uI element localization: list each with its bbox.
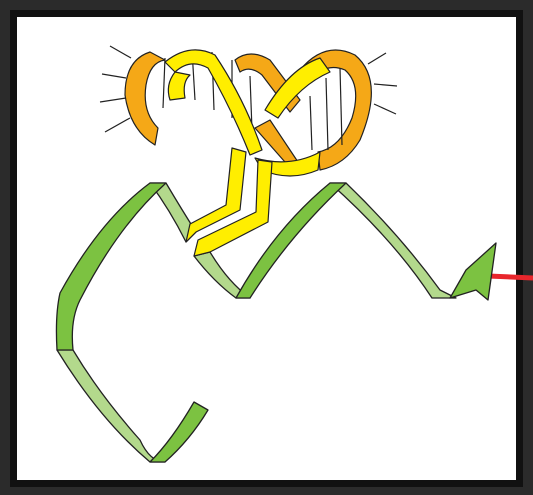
arrow-head bbox=[450, 243, 496, 300]
ribbon-front-segment bbox=[150, 402, 208, 462]
ribbon-front-segment bbox=[56, 183, 166, 350]
ribbon-back-segment bbox=[330, 183, 456, 298]
ribbon-back-segment bbox=[57, 350, 165, 462]
ribbon-front-segment bbox=[236, 183, 346, 298]
exit-line bbox=[488, 276, 533, 278]
